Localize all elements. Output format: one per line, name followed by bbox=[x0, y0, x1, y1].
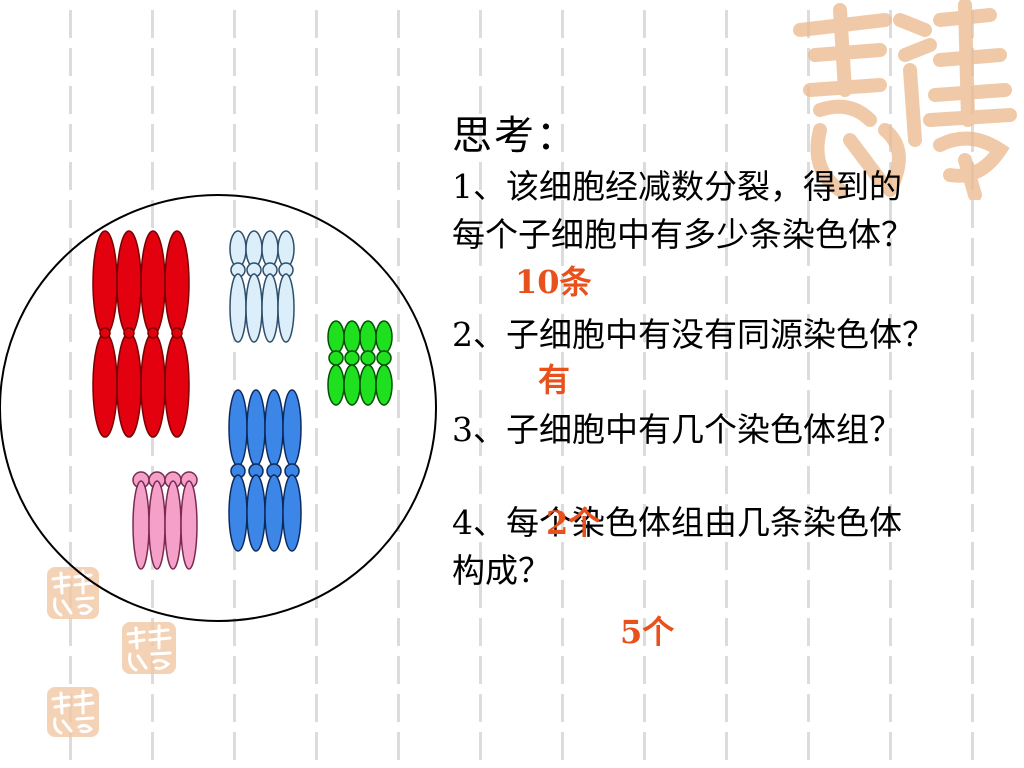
question-panel: 思考： 1、该细胞经减数分裂，得到的 每个子细胞中有多少条染色体？ 2、子细胞中… bbox=[452, 0, 1024, 768]
page-title: 思考： bbox=[452, 113, 578, 159]
answer-3: 2个 bbox=[546, 504, 601, 542]
cell-diagram bbox=[0, 194, 437, 622]
question-1-line-2: 每个子细胞中有多少条染色体？ bbox=[452, 215, 914, 254]
answer-2: 有 bbox=[538, 361, 571, 399]
question-3: 3、子细胞中有几个染色体组？ bbox=[452, 410, 902, 449]
blue-chromosome-group bbox=[228, 389, 302, 552]
seal-logo-large bbox=[793, 0, 1017, 200]
red-chromosome-group bbox=[92, 230, 190, 438]
light-blue-chromosome-group bbox=[229, 230, 295, 343]
seal-logo-small-2 bbox=[122, 622, 176, 674]
question-2: 2、子细胞中有没有同源染色体？ bbox=[452, 315, 935, 354]
answer-4: 5个 bbox=[620, 613, 675, 651]
seal-logo-small-3 bbox=[47, 687, 99, 737]
green-chromosome-group bbox=[327, 320, 393, 406]
pink-chromosome-group bbox=[132, 471, 198, 570]
answer-1: 10条 bbox=[515, 263, 592, 301]
cell-membrane bbox=[0, 194, 437, 622]
question-1-line-1: 1、该细胞经减数分裂，得到的 bbox=[452, 167, 902, 206]
question-4-line-2: 构成？ bbox=[452, 551, 551, 590]
question-4-line-1: 4、每个染色体组由几条染色体 bbox=[452, 503, 902, 542]
